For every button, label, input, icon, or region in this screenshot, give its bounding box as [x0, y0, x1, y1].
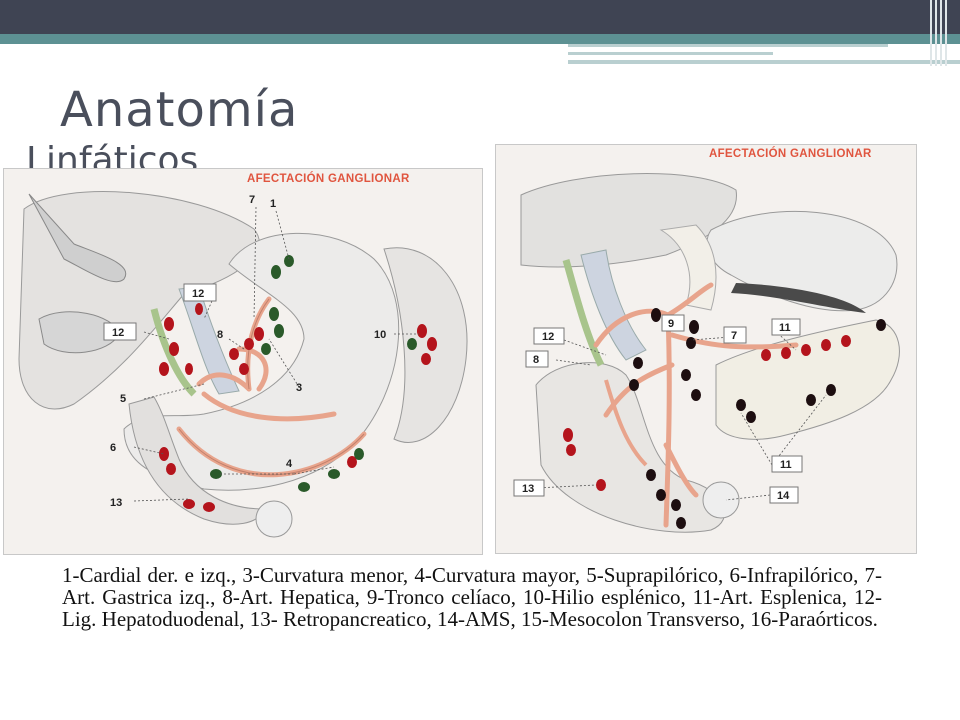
- label-13: 13: [110, 497, 122, 509]
- label-9: 9: [668, 318, 674, 330]
- figure-heading-right: AFECTACIÓN GANGLIONAR: [709, 148, 872, 160]
- header-accent-bar: [0, 34, 960, 44]
- header-decorative-lines: [568, 44, 960, 66]
- label-12-upper: 12: [192, 288, 204, 300]
- label-5: 5: [120, 393, 126, 405]
- red-lymph-nodes-right: [563, 335, 851, 491]
- slide-title: Anatomía: [60, 82, 299, 138]
- header-vertical-lines: [930, 0, 952, 66]
- label-13-right: 13: [522, 483, 534, 495]
- label-11-lower: 11: [780, 459, 792, 471]
- legend-caption: 1-Cardial der. e izq., 3-Curvatura menor…: [62, 563, 882, 631]
- label-1: 1: [270, 198, 276, 210]
- stomach-lymph-node-diagram: AFECTACIÓN GANGLIONAR: [3, 168, 483, 555]
- label-3: 3: [296, 382, 302, 394]
- black-lymph-nodes: [629, 308, 886, 529]
- label-11-upper: 11: [779, 322, 791, 334]
- pancreas-illustration: 9 12 7 11 8 11 13 14: [513, 173, 900, 533]
- label-12-lower: 12: [112, 327, 124, 339]
- pancreas-lymph-node-diagram: AFECTACIÓN GANGLIONAR: [495, 144, 917, 554]
- red-lymph-nodes: [159, 303, 437, 512]
- label-12-right: 12: [542, 331, 554, 343]
- label-6: 6: [110, 442, 116, 454]
- label-8: 8: [217, 329, 223, 341]
- header-bar: [0, 0, 960, 34]
- stomach-illustration: 7 1 12 12 8 10 3 5 6 4 13: [18, 191, 468, 538]
- label-14: 14: [777, 490, 790, 502]
- figure-heading: AFECTACIÓN GANGLIONAR: [247, 173, 410, 185]
- green-lymph-nodes: [210, 255, 417, 492]
- label-7-right: 7: [731, 330, 737, 342]
- label-4: 4: [286, 458, 293, 470]
- label-7: 7: [249, 194, 255, 206]
- label-8-right: 8: [533, 354, 539, 366]
- label-10: 10: [374, 329, 386, 341]
